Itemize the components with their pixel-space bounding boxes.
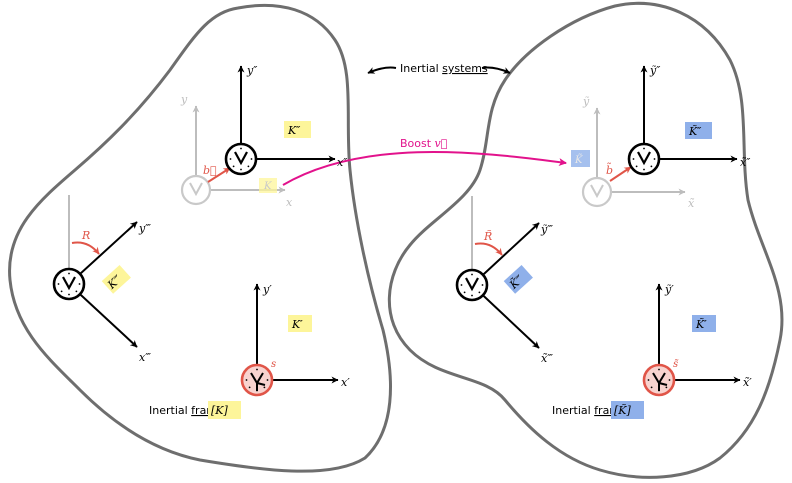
axis-label-x: x̃‴ [541,352,553,365]
frame-k-triple-prime: y‴ x‴ R K‴ [52,195,151,364]
r-label: R [81,229,90,242]
axis-label-x: x′ [341,376,350,389]
frame-tag-bg [101,265,131,294]
clock-icon [240,363,274,397]
frame-k-prime: y′ x′ s K′ [240,283,350,397]
s-label: s [271,359,276,370]
r-label: R̃ [483,230,492,243]
axis-label-y: y‴ [138,222,151,235]
axis-label-x: x [286,196,293,209]
clock-icon [581,176,613,208]
axis-label-x: x̃′ [743,376,752,389]
b-vector [609,166,632,182]
frame-tag: K [263,181,272,192]
frame-k-tilde-triple-prime: ỹ‴ x̃‴ R̃ K̃‴ [455,196,553,365]
clock-icon [627,142,661,176]
frame-tag: K̃′ [695,318,707,331]
frame-k-tilde-double-prime: ỹ″ x̃″ K̃″ [627,64,751,176]
axis-label-y: y [180,93,188,106]
boost-arrow [282,151,567,186]
clock-icon [180,174,212,206]
b-label: b̃ [606,163,613,177]
axis-label-y: y″ [246,64,258,77]
frame-tag-bg [571,150,590,167]
rotation-arrow [474,242,503,256]
b-vector [207,167,231,183]
boost-label: Boost v⃗ [400,137,447,150]
axis-label-x: x̃″ [740,156,751,169]
frame-tag-right: [K̃] [614,404,632,417]
systems-label: Inertial systems [400,62,488,75]
axis-label-x: x‴ [139,351,151,364]
right-inertial-system-blob [387,1,784,479]
axis-label-y: ỹ′ [664,283,674,296]
axis-label-y: y′ [262,283,272,296]
frame-k-tilde-faded: ỹ x̃ K̃ [571,95,695,210]
systems-arrow-right [481,66,511,74]
frame-tag-bg [503,265,533,294]
frame-k-double-prime: y″ x″ K″ [224,64,348,176]
axis-label-y: ỹ″ [649,64,661,77]
axis-label-x: x″ [337,156,348,169]
frame-tag: K̃″ [688,125,702,138]
frame-tag-left: [K] [211,404,229,417]
frame-tag: K̃ [574,154,583,166]
axis-label-x: x̃ [688,197,695,210]
left-inertial-system-blob [8,3,392,473]
s-label: s̃ [673,359,679,370]
frame-tag: K′ [291,318,303,331]
b-label: b⃗ [203,164,217,177]
clock-icon [52,267,86,301]
frame-tag-bg [208,401,241,419]
frame-tag: K″ [287,124,301,137]
frame-tag-bg [685,122,712,139]
axis-label-y: ỹ‴ [540,223,553,236]
systems-arrow-left [367,66,397,74]
frame-tag-bg [259,178,277,193]
rotation-arrow [71,241,100,255]
axis-label-y: ỹ [582,95,590,108]
clock-icon [642,363,676,397]
clock-icon [224,142,258,176]
frame-tag-bg [692,315,716,332]
frame-tag-bg [288,315,312,332]
frame-k-faded: y x K [180,93,293,209]
frame-k-tilde-prime: ỹ′ x̃′ s̃ K̃′ [642,283,752,397]
frame-tag-bg [284,121,311,138]
frame-tag-bg [611,401,644,419]
clock-icon [455,268,489,302]
